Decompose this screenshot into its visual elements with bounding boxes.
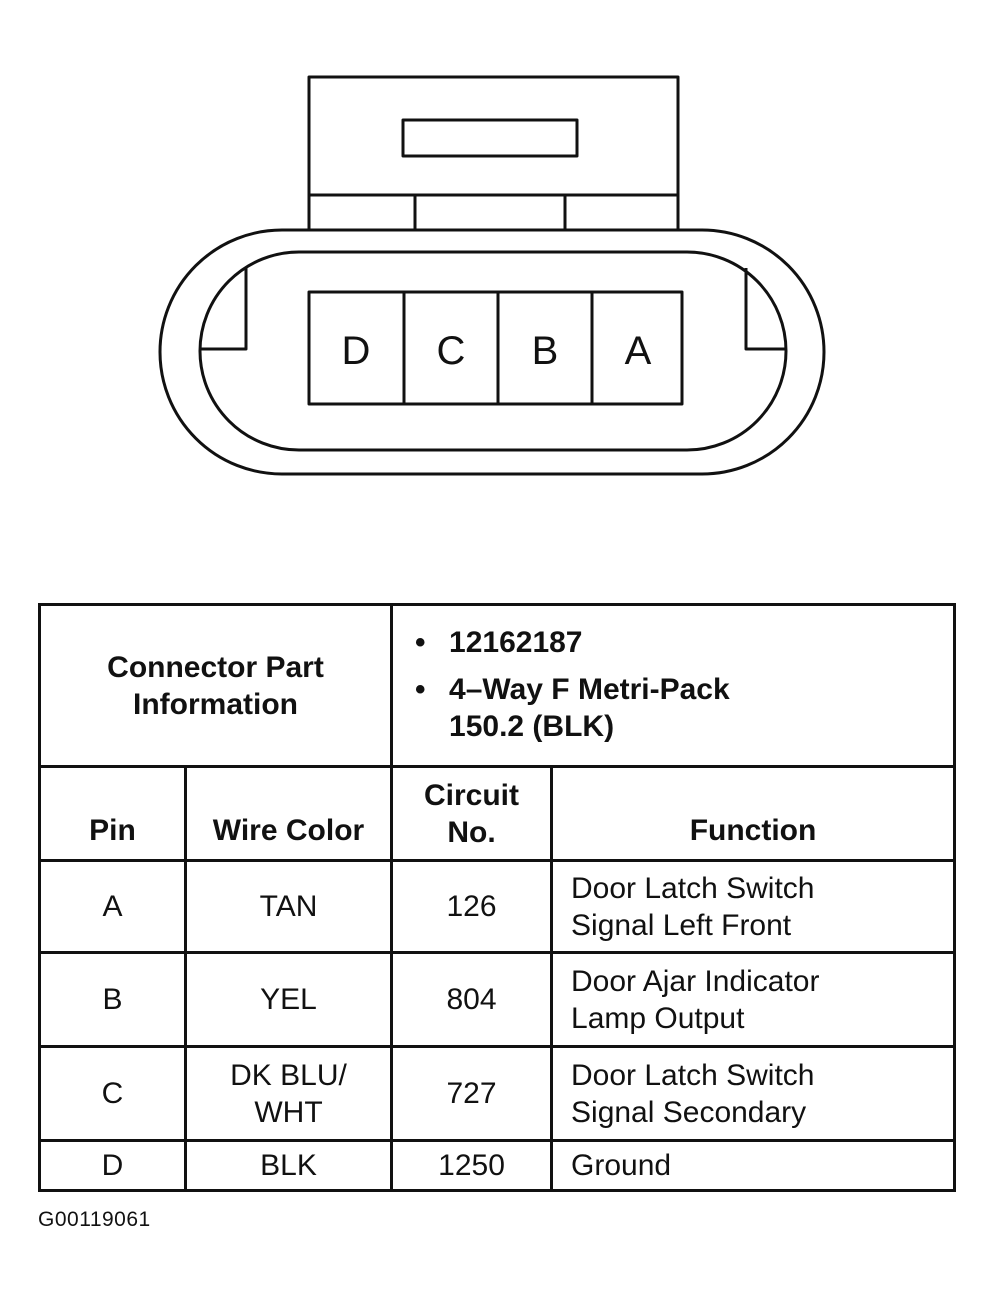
pin-cavity-d: D [342, 329, 371, 373]
cell-circuit-no: 1250 [390, 1139, 554, 1192]
cell-circuit-no: 804 [390, 951, 554, 1048]
pin-cavity-c: C [437, 329, 466, 373]
cell-wire-color: TAN [183, 859, 394, 954]
part-info-row: Connector Part Information 12162187 4–Wa… [37, 603, 957, 768]
cell-pin: C [38, 1045, 187, 1142]
pinout-table: Connector Part Information 12162187 4–Wa… [37, 603, 957, 1192]
figure-id: G00119061 [38, 1208, 151, 1231]
part-info-details: 12162187 4–Way F Metri-Pack 150.2 (BLK) [390, 603, 957, 768]
table-row: A TAN 126 Door Latch Switch Signal Left … [38, 859, 957, 954]
connector-type: 4–Way F Metri-Pack 150.2 (BLK) [415, 671, 789, 745]
cell-function-text: Door Ajar Indicator Lamp Output [571, 964, 820, 1035]
cell-function: Ground [550, 1139, 957, 1192]
part-info-label: Connector Part Information [37, 603, 394, 768]
header-pin: Pin [38, 765, 187, 862]
cell-pin: D [38, 1139, 187, 1192]
lock-tab-housing [307, 75, 680, 232]
cell-function: Door Latch Switch Signal Left Front [550, 859, 957, 954]
header-row: Pin Wire Color Circuit No. Function [38, 765, 957, 862]
cell-wire-color-text: DK BLU/ WHT [230, 1058, 347, 1129]
cell-function-text: Door Latch Switch Signal Secondary [571, 1058, 815, 1129]
header-wire-color: Wire Color [183, 765, 394, 862]
connector-inner-shell [198, 250, 788, 452]
cell-function-text: Door Latch Switch Signal Left Front [571, 871, 815, 942]
part-info-label-text: Connector Part Information [107, 650, 324, 721]
cell-function: Door Ajar Indicator Lamp Output [550, 951, 957, 1048]
table-row: C DK BLU/ WHT 727 Door Latch Switch Sign… [38, 1045, 957, 1142]
connector-face-diagram: D C B A [158, 75, 826, 476]
connector-outer-shell [158, 228, 826, 476]
header-circuit-no-text: Circuit No. [424, 778, 520, 849]
pin-cavity-a: A [625, 329, 652, 373]
part-number: 12162187 [415, 624, 953, 661]
cell-wire-color: DK BLU/ WHT [183, 1045, 394, 1142]
header-function: Function [550, 765, 957, 862]
pin-cavity-block [307, 290, 684, 406]
cell-circuit-no: 126 [390, 859, 554, 954]
lock-tab-slot [401, 118, 579, 158]
pin-cavity-b: B [532, 329, 559, 373]
table-row: B YEL 804 Door Ajar Indicator Lamp Outpu… [38, 951, 957, 1048]
table-row: D BLK 1250 Ground [38, 1139, 957, 1192]
part-info-list: 12162187 4–Way F Metri-Pack 150.2 (BLK) [393, 606, 953, 765]
cell-wire-color: BLK [183, 1139, 394, 1192]
cell-pin: A [38, 859, 187, 954]
cell-function: Door Latch Switch Signal Secondary [550, 1045, 957, 1142]
cell-pin: B [38, 951, 187, 1048]
cell-circuit-no: 727 [390, 1045, 554, 1142]
cell-wire-color: YEL [183, 951, 394, 1048]
header-circuit-no: Circuit No. [390, 765, 554, 862]
